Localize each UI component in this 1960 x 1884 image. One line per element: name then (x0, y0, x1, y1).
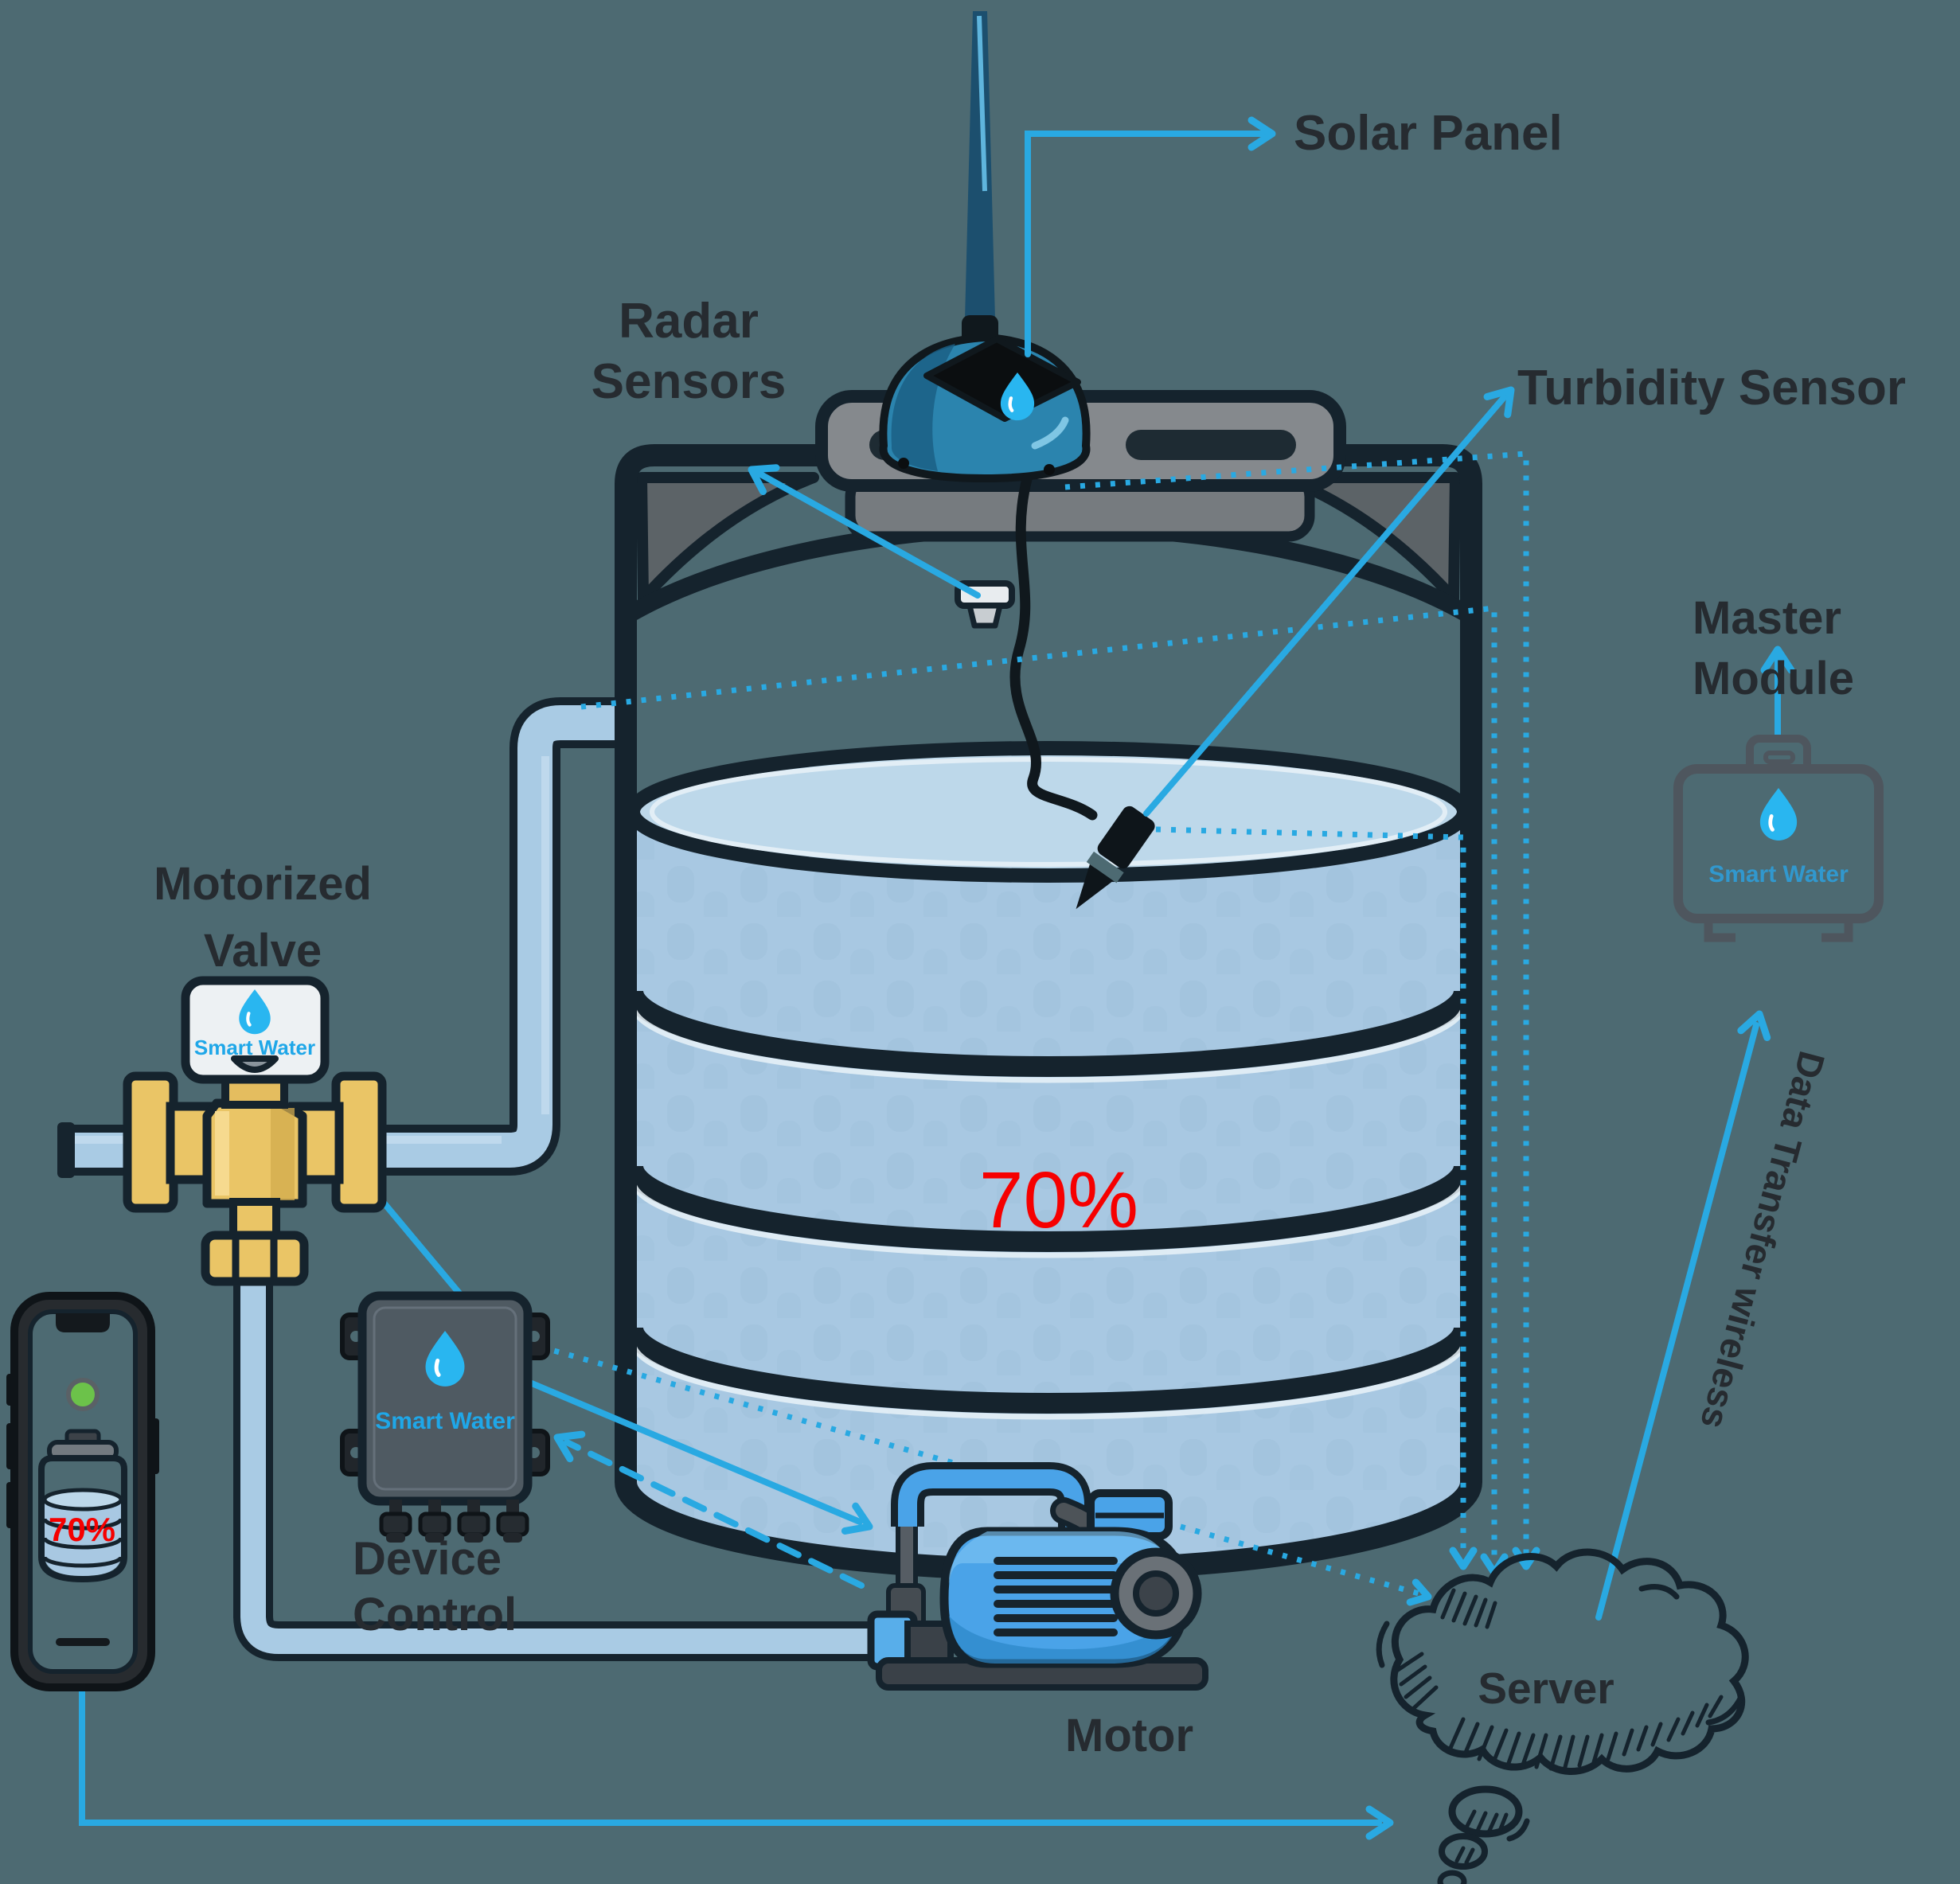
solar-callout-line (1025, 131, 1267, 357)
device-control-label-line2: Control (353, 1589, 517, 1640)
water-surface (626, 741, 1471, 883)
antenna (965, 11, 995, 320)
bubble-detail-arc (1506, 1818, 1530, 1842)
motor-device-arrow-icon (553, 1430, 586, 1463)
water-surface-highlight (650, 757, 1447, 867)
water-tank (615, 390, 1482, 1581)
motor-label: Motor (1065, 1710, 1193, 1761)
pipe-inlet (64, 705, 629, 1168)
device-server-arrow-icon (1406, 1578, 1432, 1606)
master-module: Smart Water (1673, 735, 1884, 942)
cable-glands (379, 1500, 529, 1543)
bell-bolt-left (898, 458, 909, 469)
motor-device-dashed (564, 1439, 865, 1589)
cloud-outline (1390, 1548, 1749, 1775)
master-module-label-line1: Master (1693, 592, 1841, 644)
tank-water-texture (633, 748, 1464, 1574)
phone-server-line (79, 1687, 1382, 1826)
device-control-box: Smart Water (340, 1291, 550, 1543)
cloud-detail-arc-3 (1376, 1621, 1390, 1668)
thought-bubble-large (1448, 1785, 1523, 1838)
valve-body-light (215, 1111, 229, 1196)
server-label: Server (1478, 1664, 1614, 1713)
pipe-network (57, 697, 892, 1661)
motor-pump (867, 1462, 1208, 1691)
pipe-outlet (240, 1234, 892, 1654)
tank-gusset-left (636, 472, 819, 604)
valve-nut (201, 1231, 309, 1286)
bubble-hatching (1454, 1809, 1509, 1865)
device-control-label-line1: Device (353, 1533, 502, 1585)
phone-tank-surface (42, 1488, 123, 1511)
motor-end-hub (1133, 1570, 1179, 1617)
tank-ribs (623, 989, 1474, 1420)
motorized-valve-label-line1: Motorized (154, 858, 372, 910)
master-module-slot (1763, 751, 1795, 764)
lid-slot-right (1126, 430, 1296, 460)
server-master-arrow-icon (1737, 1010, 1771, 1042)
valve-brand-label: Smart Water (194, 1036, 315, 1059)
motor-vents (994, 1557, 1118, 1636)
cloud-hatching (1396, 1588, 1724, 1771)
phone-tank-water (45, 1490, 121, 1576)
turbidity-callout-line (1143, 392, 1509, 817)
solar-arrow-icon (1247, 116, 1276, 151)
valve-body-shade (271, 1108, 295, 1200)
motorized-valve: Smart Water (123, 976, 387, 1286)
phone-notch (56, 1313, 110, 1332)
radar-sensor-body (966, 603, 1003, 629)
turbidity-sensor-label: Turbidity Sensor (1517, 361, 1906, 415)
telemetry-dotted-a (1064, 451, 1529, 1554)
phone-level-value: 70% (49, 1511, 115, 1548)
device-control-bevel (373, 1306, 517, 1491)
radar-sensors-label-line2: Sensors (592, 354, 787, 409)
motorized-valve-label-line2: Valve (204, 925, 322, 977)
turbidity-arrow-icon (1483, 386, 1515, 419)
sensor-unit (879, 11, 1155, 910)
solar-panel-label: Solar Panel (1294, 106, 1563, 161)
cloud-detail-arc-1 (1638, 1584, 1680, 1600)
radar-arrow-icon (748, 464, 780, 495)
radar-callout-line (755, 470, 981, 599)
master-module-label-line2: Module (1693, 653, 1854, 704)
device-motor-line (529, 1380, 863, 1525)
motor-body-shade (949, 1616, 1180, 1664)
cloud-detail-arc-2 (1705, 1695, 1743, 1726)
phone-home-bar (56, 1638, 110, 1646)
valve-actuator-notch (231, 1055, 279, 1073)
master-label-arrow-icon (1760, 646, 1795, 674)
thought-bubble-small (1437, 1870, 1467, 1884)
pipe-end-cap (57, 1122, 75, 1178)
device-control-enclosure (357, 1291, 533, 1506)
bell-bolt-right (1044, 464, 1055, 475)
thought-bubble-medium (1439, 1833, 1488, 1870)
server-cloud (1376, 1548, 1749, 1884)
tank-level-value: 70% (979, 1156, 1138, 1245)
server-master-line (1595, 1022, 1759, 1621)
telemetry-arrow-c-icon (1449, 1547, 1478, 1570)
device-motor-arrow-icon (841, 1502, 873, 1535)
phone-server-arrow-icon (1365, 1805, 1394, 1840)
phone-tank-graphic: 70% (38, 1429, 127, 1583)
data-transfer-label: Data Transfer wireless (1693, 1047, 1833, 1433)
master-module-enclosure (1673, 764, 1884, 923)
sensor-bell-shine (1031, 416, 1069, 450)
turbidity-probe (1076, 805, 1155, 910)
device-control-brand-label: Smart Water (375, 1408, 515, 1434)
turbidity-cable (1009, 474, 1098, 821)
motor-handle (898, 1469, 1084, 1530)
master-module-feet (1704, 919, 1853, 942)
phone-tank-ribs (42, 1518, 123, 1568)
phone-status-dot (66, 1378, 100, 1411)
smartphone: 70% (6, 1292, 159, 1691)
master-module-brand-label: Smart Water (1708, 861, 1849, 887)
antenna-highlight (977, 15, 987, 192)
solar-panel-cell (923, 336, 1081, 422)
telemetry-dotted-b (580, 605, 1497, 1558)
radar-sensors-label-line1: Radar (619, 294, 759, 349)
